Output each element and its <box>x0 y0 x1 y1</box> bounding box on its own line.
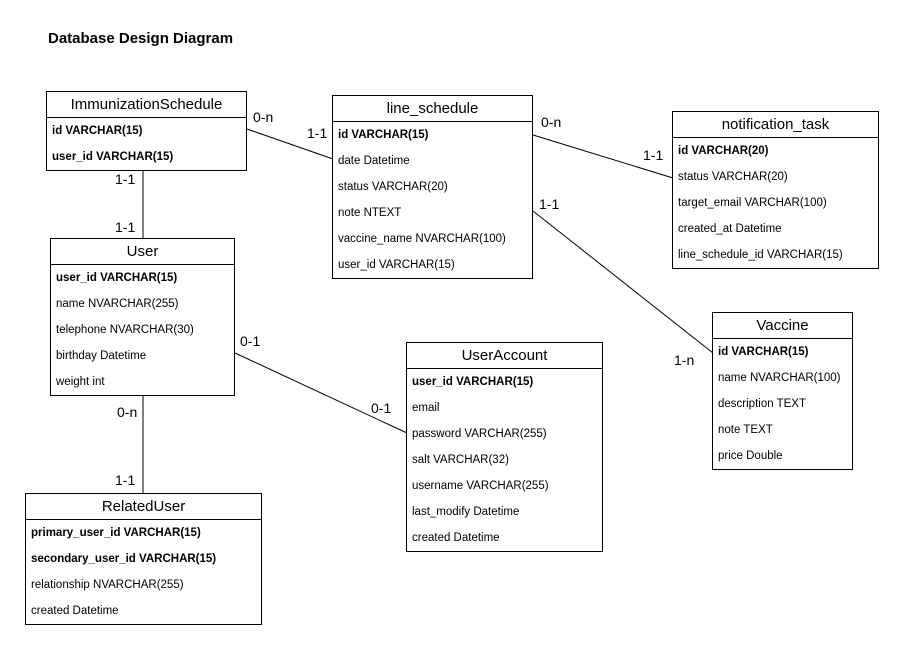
cardinality-label: 0-n <box>253 109 274 125</box>
field: relationship NVARCHAR(255) <box>31 579 184 591</box>
cardinality-label: 0-1 <box>240 333 261 349</box>
field: name NVARCHAR(255) <box>56 298 179 310</box>
field: telephone NVARCHAR(30) <box>56 324 194 336</box>
field: line_schedule_id VARCHAR(15) <box>678 249 843 261</box>
field: user_id VARCHAR(15) <box>56 272 178 284</box>
link-line-schedule-vaccine <box>532 210 714 354</box>
field: status VARCHAR(20) <box>678 171 788 183</box>
field: user_id VARCHAR(15) <box>338 259 455 271</box>
entity-name: Vaccine <box>713 313 852 339</box>
link-user-useraccount <box>234 352 408 434</box>
field: salt VARCHAR(32) <box>412 454 509 466</box>
cardinality-label: 1-1 <box>115 171 136 187</box>
field: weight int <box>56 376 105 388</box>
field: vaccine_name NVARCHAR(100) <box>338 233 506 245</box>
field: created Datetime <box>31 605 119 617</box>
cardinality-label: 1-1 <box>115 472 136 488</box>
field: description TEXT <box>718 398 806 410</box>
diagram-title: Database Design Diagram <box>48 30 234 47</box>
field: birthday Datetime <box>56 350 147 362</box>
field: created Datetime <box>412 532 500 544</box>
field: primary_user_id VARCHAR(15) <box>31 527 201 539</box>
entity-name: line_schedule <box>333 96 532 122</box>
field: status VARCHAR(20) <box>338 181 448 193</box>
cardinality-label: 0-n <box>117 404 138 420</box>
field: id VARCHAR(15) <box>52 125 143 137</box>
entity-notification-task[interactable]: notification_task id VARCHAR(20) status … <box>672 111 879 269</box>
field: secondary_user_id VARCHAR(15) <box>31 553 217 565</box>
field: id VARCHAR(15) <box>338 129 429 141</box>
entity-vaccine[interactable]: Vaccine id VARCHAR(15) name NVARCHAR(100… <box>712 312 853 470</box>
cardinality-label: 1-1 <box>115 219 136 235</box>
field: note TEXT <box>718 424 773 436</box>
entity-name: User <box>51 239 234 265</box>
cardinality-label: 1-n <box>674 352 695 368</box>
entity-user-account[interactable]: UserAccount user_id VARCHAR(15) email pa… <box>406 342 603 552</box>
entity-line-schedule[interactable]: line_schedule id VARCHAR(15) date Dateti… <box>332 95 533 279</box>
link-line-schedule-notification <box>532 134 674 179</box>
entity-name: ImmunizationSchedule <box>47 92 246 118</box>
entity-name: RelatedUser <box>26 494 261 520</box>
field: price Double <box>718 450 783 462</box>
field: date Datetime <box>338 155 410 167</box>
cardinality-label: 1-1 <box>539 196 560 212</box>
entity-immunization-schedule[interactable]: ImmunizationSchedule id VARCHAR(15) user… <box>46 91 247 171</box>
field: user_id VARCHAR(15) <box>412 376 534 388</box>
entity-name: notification_task <box>673 112 878 138</box>
cardinality-label: 0-1 <box>371 400 392 416</box>
entity-name: UserAccount <box>407 343 602 369</box>
field: target_email VARCHAR(100) <box>678 197 827 209</box>
field: email <box>412 402 440 414</box>
field: username VARCHAR(255) <box>412 480 549 492</box>
field: name NVARCHAR(100) <box>718 372 841 384</box>
field: note NTEXT <box>338 207 402 219</box>
field: password VARCHAR(255) <box>412 428 547 440</box>
field: last_modify Datetime <box>412 506 520 518</box>
cardinality-label: 1-1 <box>643 147 664 163</box>
cardinality-label: 1-1 <box>307 125 328 141</box>
field: user_id VARCHAR(15) <box>52 151 174 163</box>
field: id VARCHAR(15) <box>718 346 809 358</box>
link-immunization-line-schedule <box>246 128 334 160</box>
cardinality-label: 0-n <box>541 114 562 130</box>
entity-user[interactable]: User user_id VARCHAR(15) name NVARCHAR(2… <box>50 238 235 396</box>
field: created_at Datetime <box>678 223 782 235</box>
entity-related-user[interactable]: RelatedUser primary_user_id VARCHAR(15) … <box>25 493 262 625</box>
field: id VARCHAR(20) <box>678 145 769 157</box>
